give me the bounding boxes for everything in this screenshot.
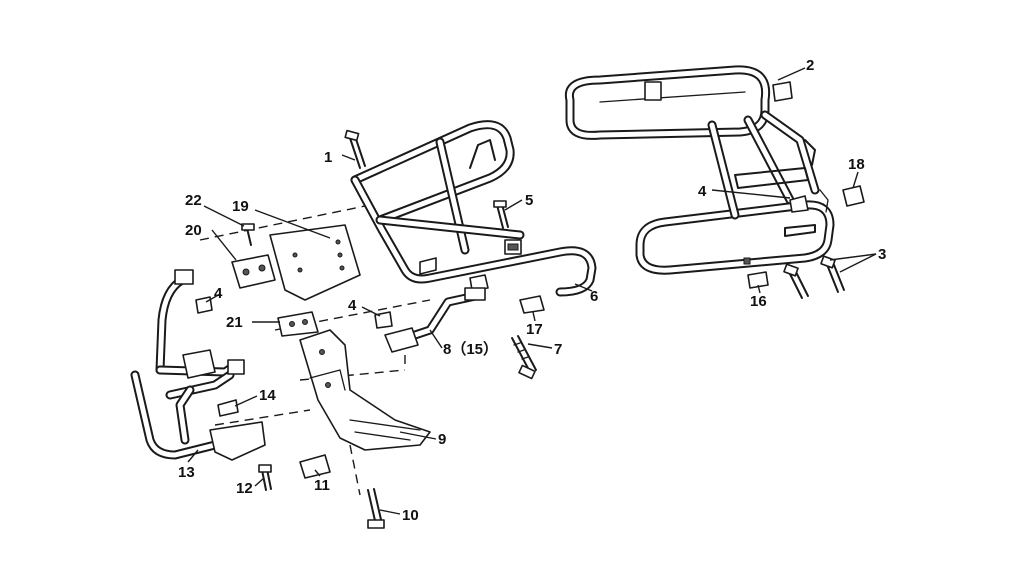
callout-1: 1: [324, 149, 332, 166]
bolt-22: [241, 223, 255, 246]
callout-4-center: 4: [348, 297, 357, 314]
bolt-10: [367, 488, 385, 529]
clip-16: [747, 271, 769, 289]
bolt-1: [344, 129, 366, 169]
callout-4-rear-rack: 4: [698, 183, 707, 200]
callout-3: 3: [878, 246, 886, 263]
callout-16: 16: [750, 293, 767, 310]
rack-pad-2: [772, 81, 793, 102]
callout-10: 10: [402, 507, 419, 524]
callout-22: 22: [185, 192, 202, 209]
callout-9: 9: [438, 431, 446, 448]
callout-11: 11: [314, 477, 330, 494]
callout-4-left: 4: [214, 285, 223, 302]
nut-4-rack: [469, 274, 489, 291]
bolt-5: [493, 200, 509, 229]
callout-18: 18: [848, 156, 865, 173]
bracket-21: [277, 311, 319, 337]
callout-8-15: 8（15）: [443, 340, 498, 358]
skid-plate-9: [299, 329, 431, 451]
leader-lines: [187, 67, 877, 515]
callout-7: 7: [554, 341, 562, 358]
callout-17: 17: [526, 321, 543, 338]
callout-20: 20: [185, 222, 202, 239]
callout-2: 2: [806, 57, 814, 74]
front-rack-frame: [350, 120, 597, 297]
callout-19: 19: [232, 198, 249, 215]
bracket-arm-8: [384, 287, 486, 353]
side-bumper-13: [130, 269, 266, 461]
clip-14: [217, 399, 239, 417]
clip-17: [519, 295, 545, 314]
callout-labels: 1 2 3 4 4 4 5 6 7 8（15） 9 10 11 12 13 14…: [178, 57, 886, 524]
callout-12: 12: [236, 480, 253, 497]
bolt-7: [511, 335, 537, 380]
rack-pad-18: [842, 185, 865, 207]
callout-5: 5: [525, 192, 533, 209]
callout-14: 14: [259, 387, 276, 404]
bracket-20: [231, 254, 276, 289]
rear-rack-frame: [564, 65, 835, 275]
callout-6: 6: [590, 288, 598, 305]
plate-19: [269, 224, 361, 301]
bolt-12: [258, 464, 272, 491]
bolts-3: [783, 255, 845, 299]
clip-11: [299, 454, 331, 479]
callout-13: 13: [178, 464, 195, 481]
callout-21: 21: [226, 314, 243, 331]
